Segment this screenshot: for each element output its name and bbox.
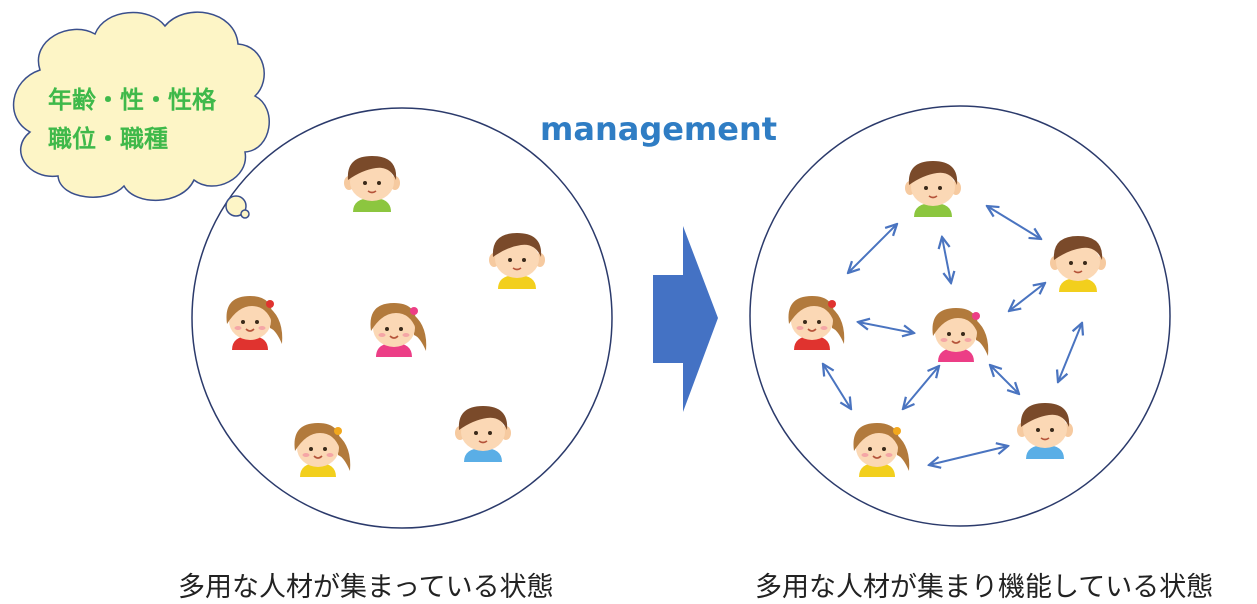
double-headed-arrow-icon <box>1058 323 1082 382</box>
double-headed-arrow-icon <box>990 365 1019 394</box>
transition-arrow-icon <box>653 226 718 412</box>
double-headed-arrow-icon <box>903 366 939 409</box>
double-headed-arrow-icon <box>1009 283 1045 311</box>
double-headed-arrow-icon <box>929 446 1008 465</box>
bubble-attributes-line1: 年齢・性・性格 <box>48 86 216 114</box>
thought-bubble <box>12 11 270 219</box>
right-caption: 多用な人材が集まり機能している状態 <box>755 572 1214 603</box>
bubble-attributes-line2: 職位・職種 <box>48 125 168 153</box>
left-caption: 多用な人材が集まっている状態 <box>178 572 554 603</box>
double-headed-arrow-icon <box>942 237 951 283</box>
double-headed-arrow-icon <box>823 364 851 409</box>
connector-arrows <box>823 206 1082 465</box>
double-headed-arrow-icon <box>848 224 897 273</box>
management-label: management <box>540 110 778 148</box>
double-headed-arrow-icon <box>987 206 1041 239</box>
double-headed-arrow-icon <box>858 322 914 333</box>
